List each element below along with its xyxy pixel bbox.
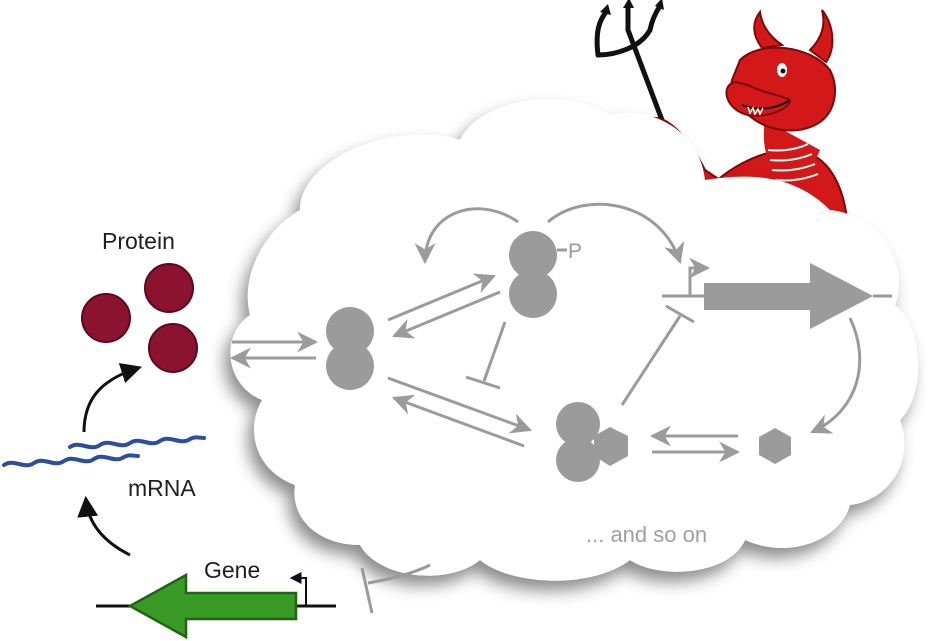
cloud	[230, 99, 919, 581]
mrna-strands	[2, 435, 206, 468]
protein-molecule-1	[81, 293, 131, 343]
phospho-label: P	[568, 240, 582, 263]
network-dimer-left-bottom	[326, 342, 374, 390]
gene-promoter-icon	[289, 572, 307, 606]
protein-molecules	[81, 263, 198, 373]
network-complex-top	[556, 402, 600, 446]
network-dimer-p-top	[509, 231, 557, 279]
footer-label: ... and so on	[586, 522, 707, 547]
network-gene-arrow	[704, 263, 873, 329]
protein-label: Protein	[102, 228, 175, 254]
network-dimer-left-top	[326, 307, 374, 355]
protein-molecule-3	[148, 323, 198, 373]
protein-molecule-2	[144, 263, 194, 313]
mrna-label: mRNA	[128, 475, 196, 501]
network-dimer-p-bottom	[509, 270, 557, 318]
network-hexagon	[759, 428, 791, 464]
network-complex-hexagon	[594, 427, 628, 466]
network-connectors	[229, 202, 892, 614]
pitchfork-icon	[594, 3, 668, 131]
signaling-network	[326, 231, 873, 482]
network-complex-bottom	[556, 438, 600, 482]
gene-arrow	[127, 572, 298, 640]
flow-arrows	[77, 363, 143, 557]
gene-label: Gene	[204, 557, 260, 583]
